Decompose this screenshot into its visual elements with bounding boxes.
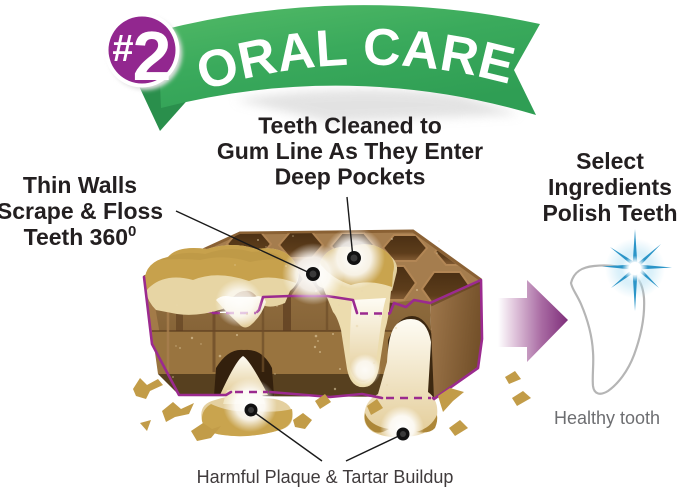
svg-text:Scrape & Floss: Scrape & Floss [0, 198, 163, 224]
svg-text:Gum Line As They Enter: Gum Line As They Enter [217, 138, 483, 164]
svg-text:2: 2 [133, 17, 172, 95]
svg-text:Select: Select [576, 148, 644, 174]
svg-text:Deep Pockets: Deep Pockets [275, 164, 426, 190]
svg-text:Teeth 3600: Teeth 3600 [24, 223, 137, 250]
svg-text:Thin Walls: Thin Walls [23, 172, 137, 198]
svg-text:#: # [112, 28, 133, 70]
svg-text:Ingredients: Ingredients [548, 174, 672, 200]
svg-text:Healthy tooth: Healthy tooth [554, 408, 660, 428]
svg-text:Teeth Cleaned to: Teeth Cleaned to [258, 113, 442, 139]
svg-text:Harmful Plaque & Tartar Buildu: Harmful Plaque & Tartar Buildup [197, 467, 454, 487]
svg-text:Polish Teeth: Polish Teeth [542, 200, 677, 226]
